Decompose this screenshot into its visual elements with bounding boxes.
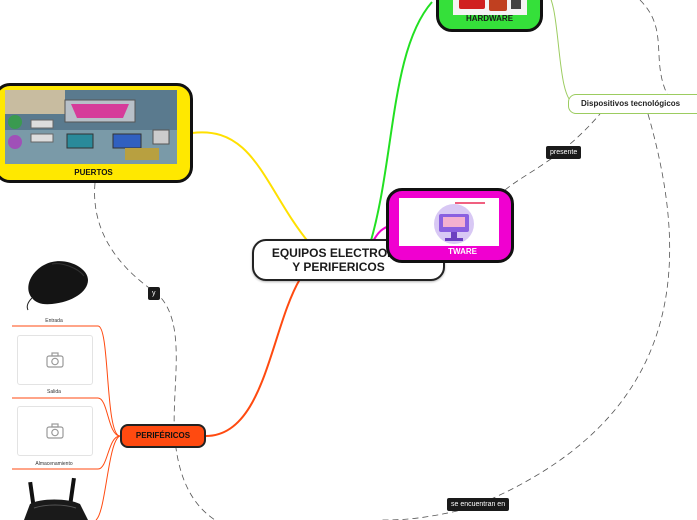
router-icon[interactable] [20, 476, 90, 520]
camera-icon [46, 423, 64, 439]
subtopic-almacenamiento-label: Almacenamiento [35, 461, 73, 467]
hardware-image [453, 0, 527, 15]
connector-y[interactable]: y [148, 287, 160, 300]
ports-image [5, 90, 177, 164]
connector-se-encuentran-en[interactable]: se encuentran en [447, 498, 510, 511]
hardware-node[interactable]: HARDWARE [436, 0, 543, 32]
dispositivos-node[interactable]: Dispositivos tecnológicos [568, 94, 697, 114]
puertos-label: PUERTOS [74, 168, 113, 177]
hardware-label: HARDWARE [465, 14, 514, 23]
connector-presente[interactable]: presente [546, 146, 582, 159]
subtopic-almacenamiento-image[interactable] [17, 406, 93, 456]
camera-icon [46, 352, 64, 368]
subtopic-salida-image[interactable] [17, 335, 93, 385]
software-label: TWARE [448, 247, 477, 256]
perifericos-node[interactable]: PERIFÉRICOS [120, 424, 206, 448]
subtopic-entrada-label: Entrada [45, 318, 63, 324]
software-node[interactable]: TWARE [386, 188, 514, 263]
puertos-node[interactable]: PUERTOS [0, 83, 193, 183]
subtopic-salida-label: Salida [47, 389, 61, 395]
mouse-icon[interactable] [22, 258, 92, 314]
perifericos-label: PERIFÉRICOS [135, 431, 191, 440]
central-topic-line2: Y PERIFERICOS [292, 260, 385, 274]
software-image [399, 198, 499, 246]
dispositivos-label: Dispositivos tecnológicos [581, 99, 681, 108]
